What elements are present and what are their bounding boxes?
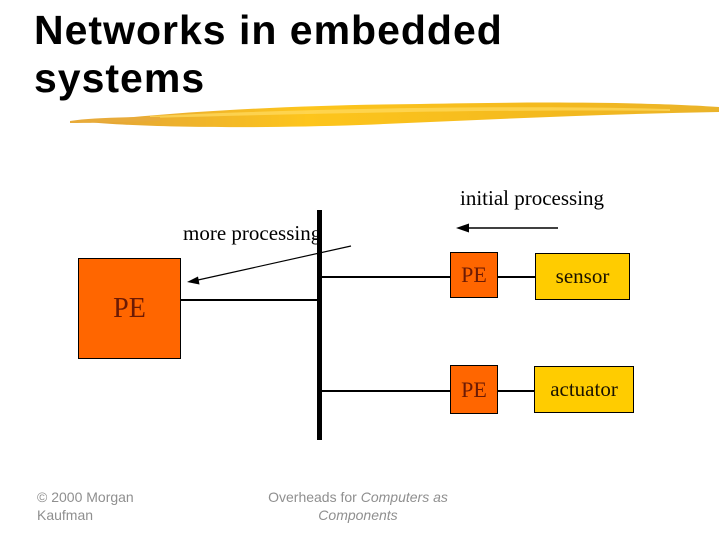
slide-title: Networks in embedded systems bbox=[34, 7, 503, 101]
pe-actuator-row-label: PE bbox=[461, 376, 487, 402]
footer-attribution-book-title: Computers as Components bbox=[318, 489, 448, 523]
sensor-label: sensor bbox=[555, 264, 610, 288]
pe-main-label: PE bbox=[113, 292, 146, 324]
sensor-box: sensor bbox=[535, 253, 630, 300]
pe-box-actuator-row: PE bbox=[450, 365, 498, 414]
footer-copyright: © 2000 Morgan Kaufman bbox=[37, 489, 134, 523]
arrow-more-processing bbox=[187, 245, 352, 285]
pe-sensor-row-label: PE bbox=[461, 262, 487, 287]
brush-stroke-underline bbox=[70, 102, 719, 128]
pe-box-sensor-row: PE bbox=[450, 252, 498, 298]
footer-attribution: Overheads for Computers as Components bbox=[252, 488, 464, 524]
more-processing-label: more processing bbox=[183, 221, 322, 245]
pe-box-main: PE bbox=[78, 258, 181, 359]
arrow-initial-processing bbox=[456, 223, 558, 233]
initial-processing-label: initial processing bbox=[460, 186, 605, 210]
footer-attribution-prefix: Overheads for bbox=[268, 489, 361, 505]
actuator-box: actuator bbox=[534, 366, 634, 413]
actuator-label: actuator bbox=[550, 377, 618, 401]
